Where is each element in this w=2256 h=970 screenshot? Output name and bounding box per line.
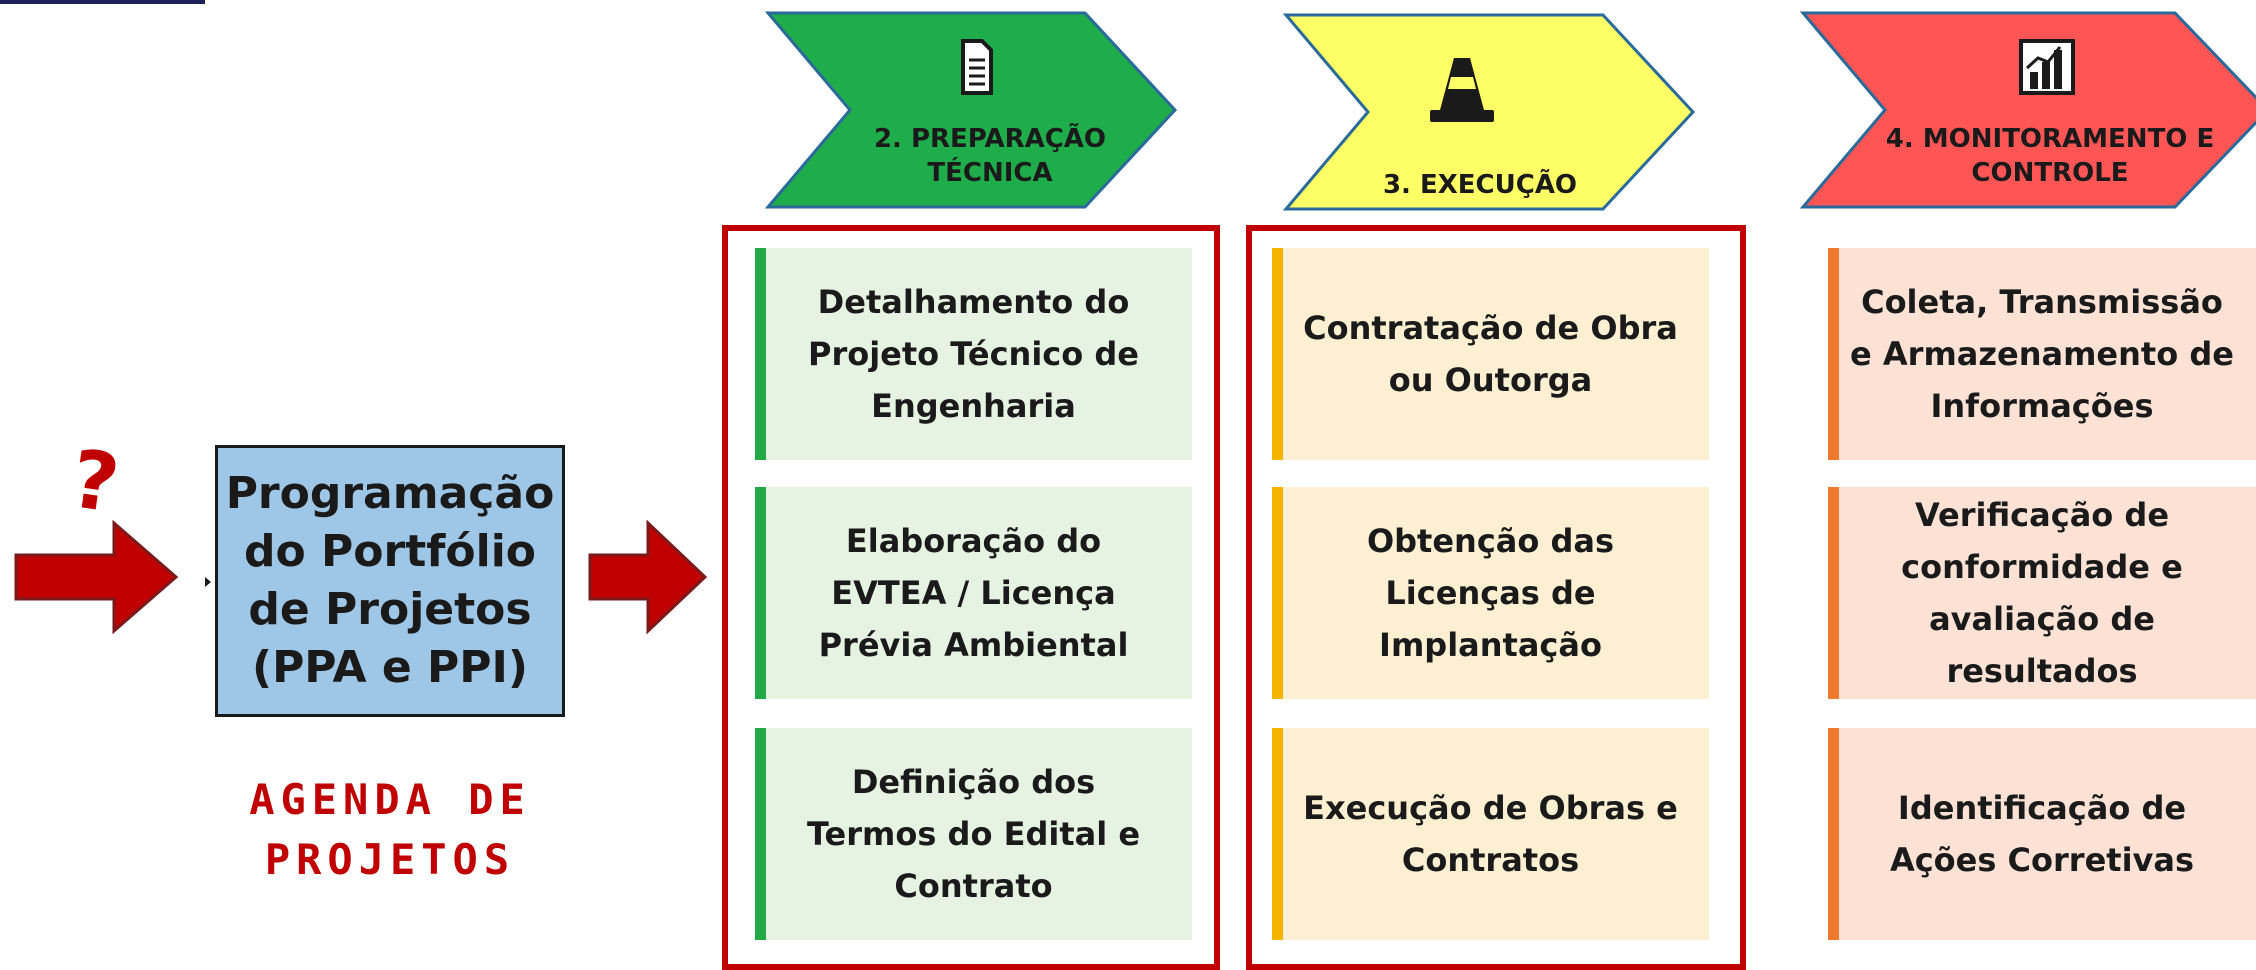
card-text: Contratação de Obra ou Outorga (1303, 309, 1678, 399)
document-icon (961, 39, 993, 95)
traffic-cone-icon (1430, 58, 1494, 122)
card-accent-bar (1272, 248, 1283, 460)
card-text: Coleta, Transmissão e Armazenamento de I… (1850, 283, 2234, 425)
card-execution-1: Contratação de Obra ou Outorga (1272, 248, 1709, 460)
input-arrow (14, 520, 179, 635)
card-monitoring-3: Identificação de Ações Corretivas (1828, 728, 2256, 940)
project-agenda-label: AGENDA DE PROJETOS (249, 775, 531, 884)
stage-label-execution: 3. EXECUÇÃO (1382, 170, 1578, 200)
card-monitoring-1: Coleta, Transmissão e Armazenamento de I… (1828, 248, 2256, 460)
card-accent-bar (1828, 248, 1839, 460)
top-edge-line (0, 0, 205, 4)
question-mark-icon: ? (65, 432, 125, 531)
card-accent-bar (1828, 487, 1839, 699)
stage-label-preparation: 2. PREPARAÇÃO TÉCNICA (873, 124, 1107, 188)
card-monitoring-2: Verificação de conformidade e avaliação … (1828, 487, 2256, 699)
stage-label-monitoring: 4. MONITORAMENTO E CONTROLE (1885, 124, 2215, 188)
card-text: Execução de Obras e Contratos (1303, 789, 1678, 879)
card-text: Obtenção das Licenças de Implantação (1366, 522, 1615, 664)
card-accent-bar (755, 248, 766, 460)
flow-arrow (588, 520, 708, 635)
stage-chevron-preparation (765, 11, 1178, 209)
card-execution-2: Obtenção das Licenças de Implantação (1272, 487, 1709, 699)
card-execution-3: Execução de Obras e Contratos (1272, 728, 1709, 940)
card-preparation-1: Detalhamento do Projeto Técnico de Engen… (755, 248, 1192, 460)
stage-chevron-monitoring (1800, 11, 2256, 209)
card-accent-bar (755, 728, 766, 940)
small-arrow-tip (205, 577, 211, 587)
card-accent-bar (1828, 728, 1839, 940)
card-preparation-3: Definição dos Termos do Edital e Contrat… (755, 728, 1192, 940)
card-text: Identificação de Ações Corretivas (1889, 789, 2195, 879)
bar-chart-icon (2019, 39, 2075, 95)
card-accent-bar (1272, 487, 1283, 699)
portfolio-programming-label: Programação do Portfólio de Projetos (PP… (225, 468, 555, 693)
card-accent-bar (755, 487, 766, 699)
card-text: Verificação de conformidade e avaliação … (1901, 496, 2183, 690)
card-text: Detalhamento do Projeto Técnico de Engen… (807, 283, 1139, 425)
portfolio-programming-box: Programação do Portfólio de Projetos (PP… (215, 445, 565, 717)
card-accent-bar (1272, 728, 1283, 940)
card-preparation-2: Elaboração do EVTEA / Licença Prévia Amb… (755, 487, 1192, 699)
card-text: Elaboração do EVTEA / Licença Prévia Amb… (818, 522, 1129, 664)
card-text: Definição dos Termos do Edital e Contrat… (806, 763, 1141, 905)
